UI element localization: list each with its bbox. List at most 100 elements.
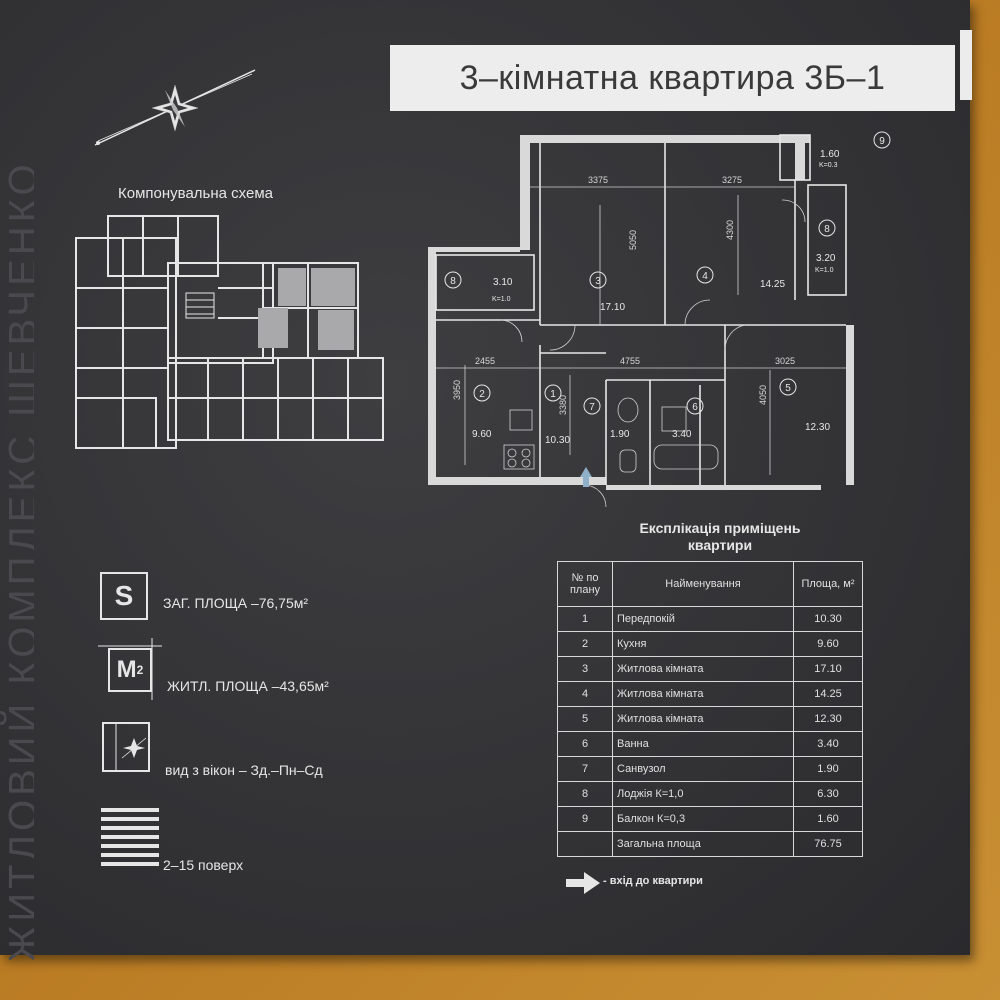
room-area-5: 12.30 [805,422,830,433]
vertical-watermark: ЖИТЛОВИЙ КОМПЛЕКС ШЕВЧЕНКО [0,60,35,960]
cell-area: 1.60 [793,806,863,832]
total-area-label: ЗАГ. ПЛОЩА –76,75м² [163,595,309,611]
dim-4050: 4050 [758,385,768,405]
dim-3025: 3025 [775,356,795,366]
cell-name: Загальна площа [612,831,794,857]
page-title: 3–кімнатна квартира 3Б–1 [459,58,886,97]
cell-area: 1.90 [793,756,863,782]
cell-area: 9.60 [793,631,863,657]
schema-title: Компонувальна схема [118,185,273,202]
dim-4300: 4300 [725,220,735,240]
watermark-text: ЖИТЛОВИЙ КОМПЛЕКС ШЕВЧЕНКО [1,160,35,960]
cell-no: 9 [557,806,613,832]
room-marker-1: 1 [550,389,556,400]
dim-4755: 4755 [620,356,640,366]
room-marker-7: 7 [589,402,595,413]
room-area-3: 17.10 [600,302,625,313]
explication-title-line1: Експлікація приміщень [639,520,801,536]
cell-name: Житлова кімната [612,656,794,682]
cell-name: Ванна [612,731,794,757]
cell-area: 14.25 [793,681,863,707]
cell-name: Житлова кімната [612,706,794,732]
cell-area: 17.10 [793,656,863,682]
cell-name: Житлова кімната [612,681,794,707]
cell-name: Санвузол [612,756,794,782]
dim-3375: 3375 [588,175,608,185]
room-area-8b: 3.20 [816,253,836,264]
dim-3380: 3380 [558,395,568,415]
cell-no: 1 [557,606,613,632]
cell-no: 8 [557,781,613,807]
window-view-icon [102,722,150,772]
dim-2455: 2455 [475,356,495,366]
title-banner: 3–кімнатна квартира 3Б–1 [390,45,955,111]
floor-schema-drawing [75,215,384,449]
cell-no: 5 [557,706,613,732]
header-no: № по плану [557,561,613,607]
living-area-frame-icon [98,638,162,700]
header-area: Площа, м² [793,561,863,607]
cell-no: 3 [557,656,613,682]
brochure-sheet: ЖИТЛОВИЙ КОМПЛЕКС ШЕВЧЕНКО 3–кімнатна кв… [0,0,970,960]
room-marker-8b: 8 [824,224,830,235]
room-k-9: K=0.3 [819,162,838,169]
cell-area: 3.40 [793,731,863,757]
entrance-arrow-icon [566,872,600,894]
entrance-note: - вхід до квартири [603,875,703,887]
cell-no: 7 [557,756,613,782]
dim-3275: 3275 [722,175,742,185]
room-marker-6: 6 [692,402,698,413]
cell-no [557,831,613,857]
window-view-label: вид з вікон – Зд.–Пн–Сд [165,762,323,778]
cell-area: 10.30 [793,606,863,632]
room-area-4: 14.25 [760,279,785,290]
header-name: Найменування [612,561,794,607]
room-area-8a: 3.10 [493,277,513,288]
m-sup: 2 [136,663,144,677]
dim-5050: 5050 [628,230,638,250]
table-header-row: № по плану Найменування Площа, м² [557,561,863,607]
cell-name: Балкон К=0,3 [612,806,794,832]
room-marker-4: 4 [702,271,708,282]
cell-area: 12.30 [793,706,863,732]
floors-icon [101,808,159,871]
room-area-7: 1.90 [610,429,630,440]
dim-3950: 3950 [452,380,462,400]
room-marker-8a: 8 [450,276,456,287]
room-area-2: 9.60 [472,429,492,440]
room-marker-3: 3 [595,276,601,287]
floors-label: 2–15 поверх [163,857,244,873]
room-area-1: 10.30 [545,435,570,446]
cell-name: Кухня [612,631,794,657]
explication-title-line2: квартири [687,537,753,553]
cell-name: Передпокій [612,606,794,632]
sheet-edge [960,30,972,100]
compass-rose-icon [94,69,256,146]
cell-area: 76.75 [793,831,863,857]
total-area-icon: S [100,572,148,620]
m-glyph: М [116,656,137,683]
living-area-label: ЖИТЛ. ПЛОЩА –43,65м² [167,678,329,694]
cell-area: 6.30 [793,781,863,807]
cell-no: 2 [557,631,613,657]
room-area-6: 3.40 [672,429,692,440]
room-k-8b: K=1.0 [815,267,834,274]
room-marker-2: 2 [479,389,485,400]
room-marker-5: 5 [785,383,791,394]
apartment-floor-plan: 3375 3275 5050 4300 2455 4755 3025 3950 … [428,131,891,508]
room-k-8a: K=1.0 [492,296,511,303]
cell-no: 6 [557,731,613,757]
